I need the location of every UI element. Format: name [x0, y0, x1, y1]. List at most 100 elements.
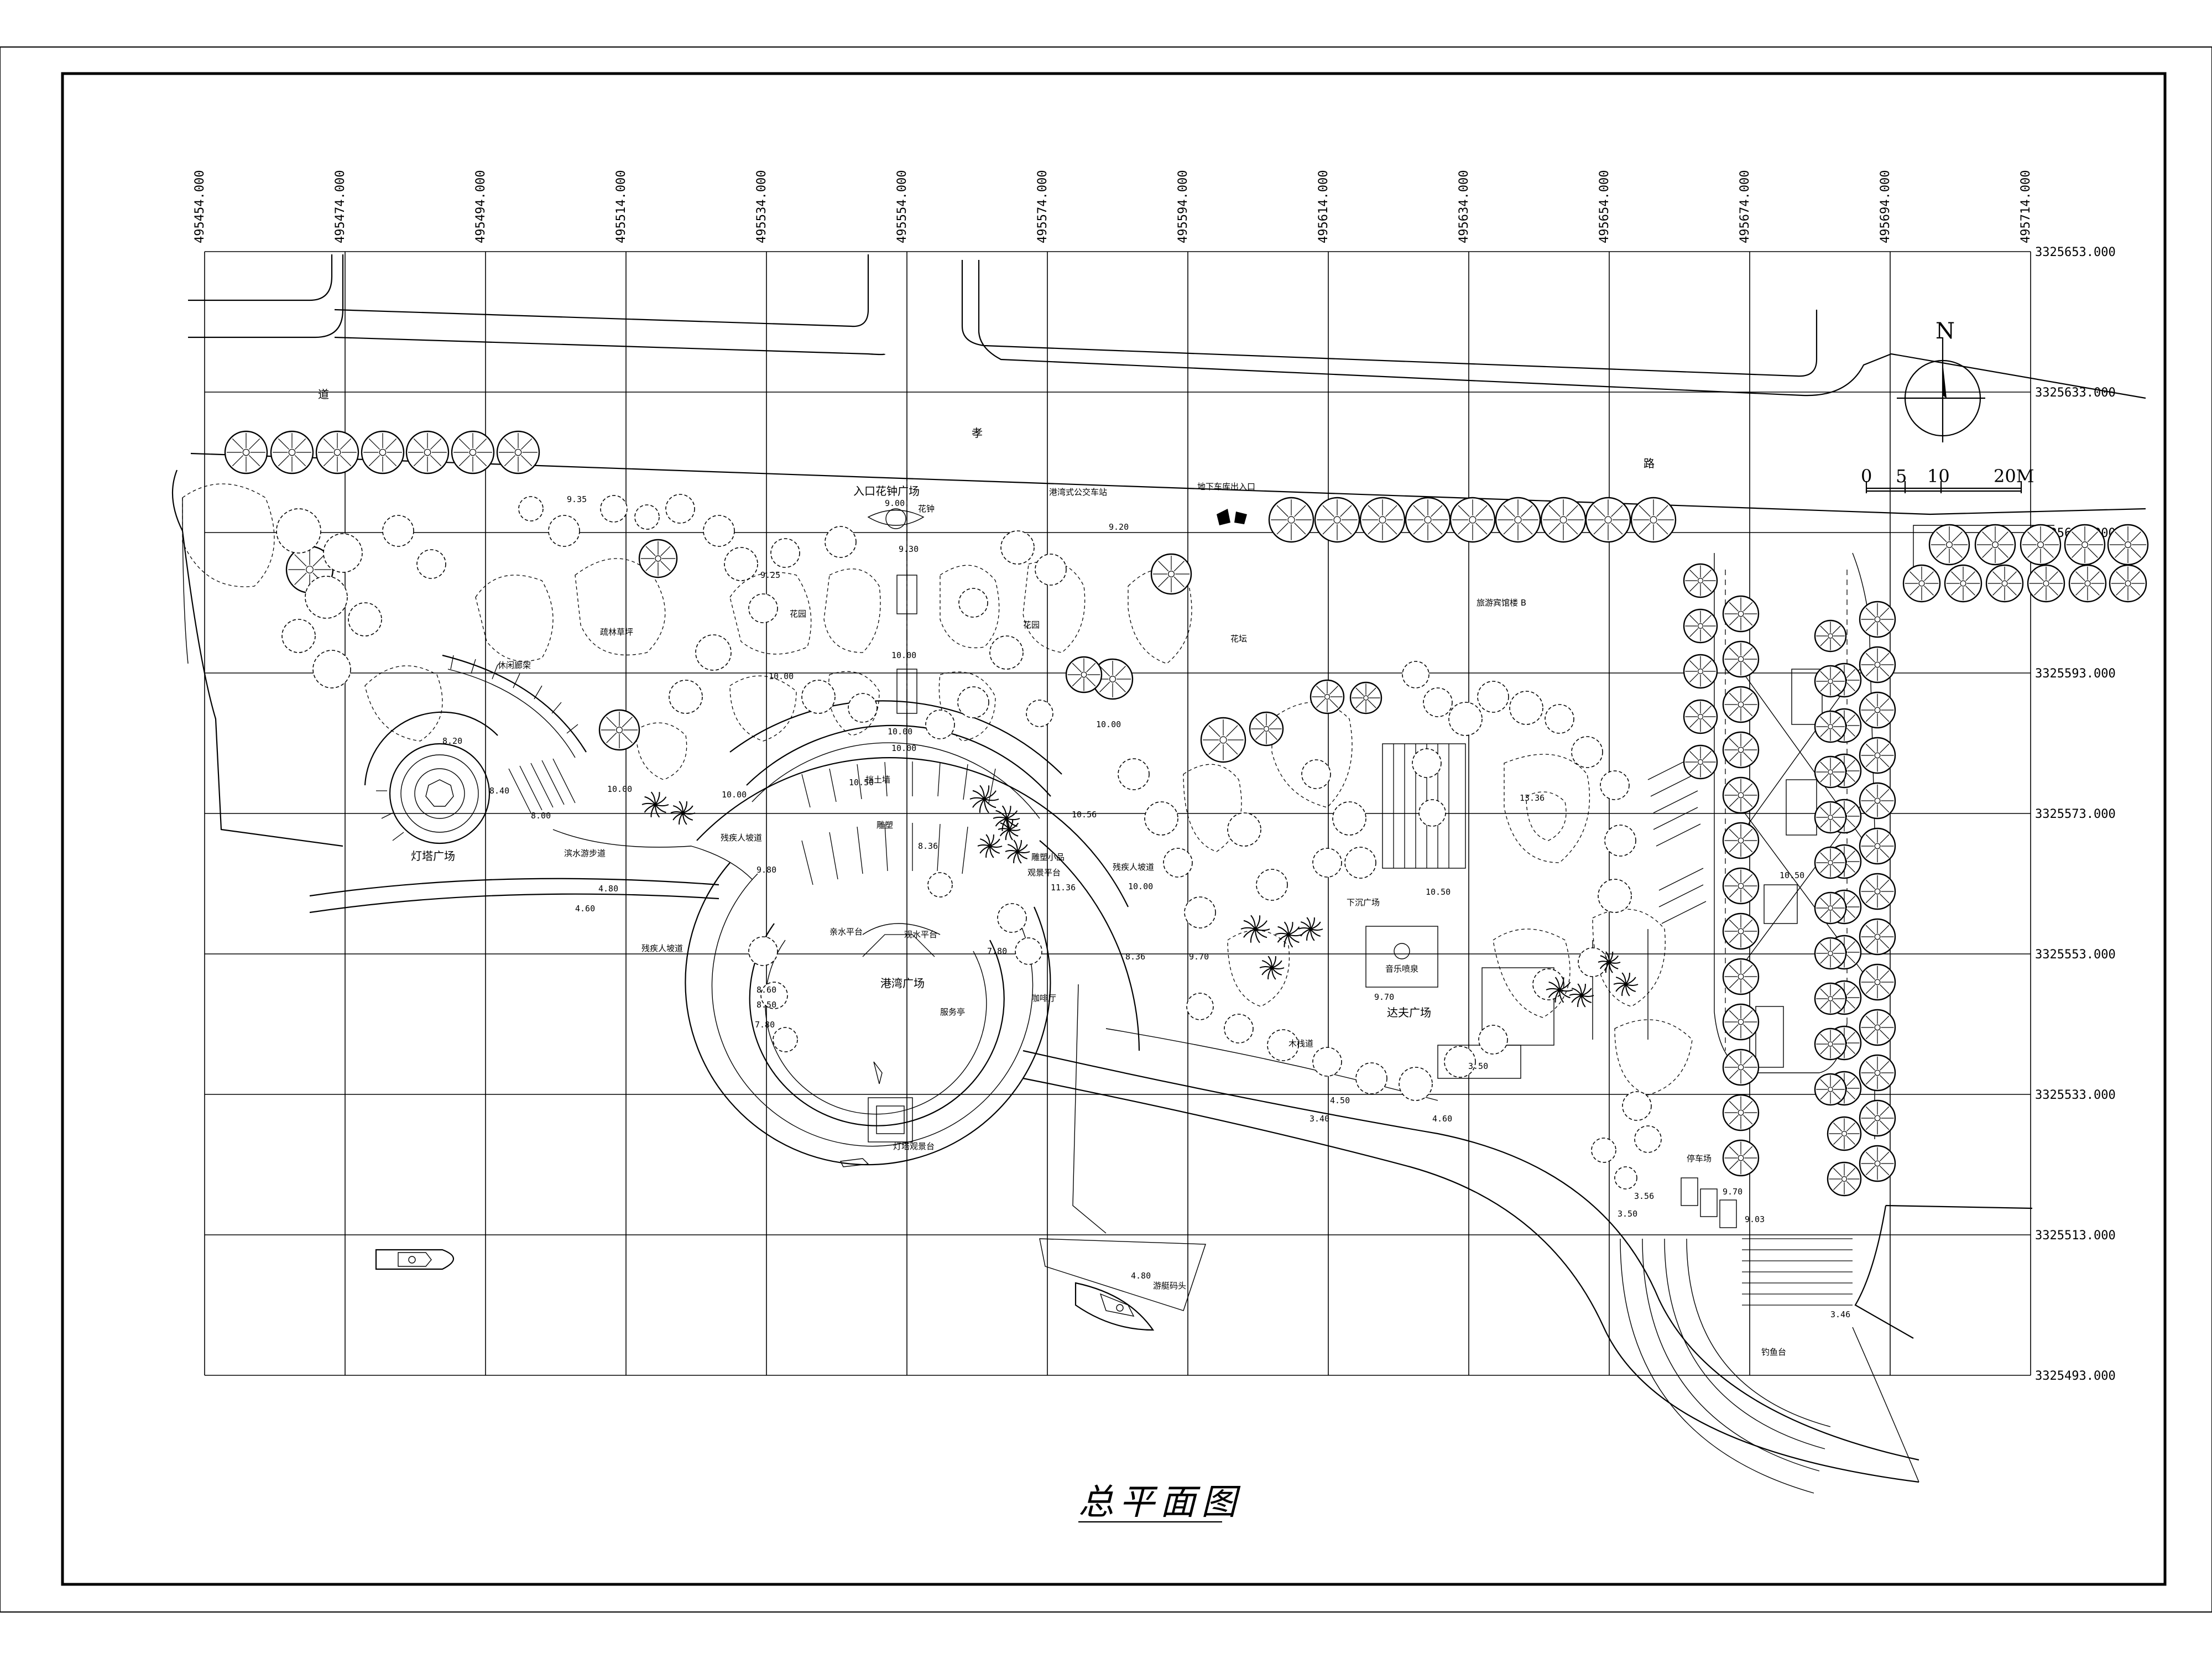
- shrub-symbol: [1578, 947, 1608, 977]
- elevation-label: 10.50: [1426, 887, 1451, 897]
- tree-symbols: [224, 430, 2149, 1197]
- shrub-symbol: [1355, 1062, 1387, 1094]
- plant-label-b: 休闲廊架: [498, 660, 531, 670]
- x-coordinate-label: 495554.000: [895, 170, 909, 243]
- elevation-label: 4.80: [1131, 1271, 1151, 1281]
- planting-bed: [182, 483, 275, 587]
- tree-symbol: [1814, 1027, 1847, 1061]
- shrub-symbol: [695, 634, 732, 671]
- tree-symbol: [1495, 497, 1541, 543]
- palm-symbol: [998, 818, 1021, 841]
- tree-symbol: [1722, 1094, 1760, 1131]
- elevation-label: 9.70: [1723, 1187, 1743, 1197]
- garden-label-a: 花园: [790, 609, 806, 619]
- y-coordinate-labels: 3325653.0003325633.0003325613.0003325593…: [2035, 246, 2116, 1383]
- tree-symbol: [1859, 918, 1896, 956]
- shrub-symbol: [997, 903, 1027, 933]
- shrub-symbol: [1344, 847, 1376, 879]
- tree-symbol: [1974, 524, 2016, 566]
- shrub-symbol: [927, 872, 953, 898]
- tree-symbol: [1683, 563, 1718, 598]
- road-lines: [171, 254, 2146, 1483]
- elevation-label: 8.00: [531, 811, 551, 821]
- planting-bed: [729, 572, 812, 655]
- elevation-label: 9.70: [1374, 992, 1394, 1002]
- shrub-symbol: [1478, 1025, 1508, 1055]
- shrub-symbol: [281, 619, 316, 653]
- elevation-label: 3.50: [1618, 1209, 1637, 1219]
- tree-symbol: [1314, 497, 1360, 543]
- north-label: N: [1936, 319, 1955, 344]
- shrub-symbol: [1423, 687, 1453, 717]
- shrub-symbol: [1026, 700, 1053, 727]
- tree-symbol: [1722, 640, 1760, 678]
- tree-symbol: [2107, 524, 2149, 566]
- elevation-label: 8.60: [757, 985, 776, 995]
- lighthouse-plaza-label: 灯塔广场: [411, 849, 455, 863]
- shrub-symbol: [1163, 848, 1193, 878]
- shrub-symbol: [1509, 691, 1543, 725]
- elevation-label: 10.50: [1780, 870, 1804, 880]
- shrub-symbol: [1227, 812, 1261, 847]
- parking-label: 停车场: [1687, 1154, 1712, 1164]
- y-coordinate-label: 3325493.000: [2035, 1369, 2116, 1383]
- parking-entrance-marks: [1217, 509, 1247, 525]
- waterfront-walk-label: 滨水游步道: [564, 848, 606, 858]
- tree-symbol: [1859, 963, 1896, 1001]
- planting-bed: [1592, 909, 1666, 1007]
- drawing-frame: [61, 72, 2167, 1586]
- tree-symbol: [1814, 1073, 1847, 1106]
- tree-symbol: [1722, 958, 1760, 995]
- elevation-label: 9.30: [899, 544, 919, 554]
- y-coordinate-label: 3325513.000: [2035, 1229, 2116, 1243]
- tree-symbol: [224, 430, 268, 474]
- tree-symbol: [1722, 776, 1760, 814]
- elevation-label: 8.40: [489, 786, 509, 796]
- shrub-symbol: [958, 588, 988, 618]
- area-labels: 道 孝 路 入口花钟广场 花钟 港湾式公交车站 地下车库出入口 旅游宾馆楼 B …: [318, 388, 1786, 1357]
- shrub-symbol: [669, 680, 703, 714]
- road-label-west: 道: [318, 388, 329, 401]
- shrub-symbol: [1015, 937, 1042, 965]
- elevation-label: 9.00: [885, 498, 905, 508]
- y-coordinate-label: 3325593.000: [2035, 667, 2116, 681]
- tree-symbol: [1449, 497, 1496, 543]
- tree-symbol: [1683, 608, 1718, 644]
- palm-symbol: [1613, 972, 1639, 997]
- tree-symbol: [496, 430, 540, 474]
- shrub-symbol: [1118, 758, 1150, 790]
- yacht-west: [375, 1249, 454, 1270]
- planting-bed: [823, 568, 881, 653]
- elevation-label: 4.60: [1432, 1114, 1452, 1124]
- shrub-symbol: [1477, 681, 1509, 713]
- palm-symbol: [1298, 917, 1323, 941]
- shrub-symbol: [1224, 1014, 1254, 1044]
- tree-symbol: [1722, 867, 1760, 905]
- shrub-symbol: [312, 650, 351, 688]
- elevation-label: 10.00: [891, 743, 916, 753]
- shrub-symbol: [1186, 993, 1214, 1020]
- shrub-symbol: [1000, 530, 1035, 565]
- tree-symbol: [1405, 497, 1451, 543]
- shrub-symbol: [1598, 879, 1632, 913]
- elevation-label: 9.25: [760, 570, 780, 580]
- tree-symbol: [1814, 619, 1847, 653]
- tree-symbol: [1859, 601, 1896, 638]
- tree-symbol: [1859, 646, 1896, 684]
- palm-symbol: [1259, 956, 1285, 980]
- elevation-label: 9.35: [567, 494, 587, 504]
- retaining-wall-label: 挡土墙: [865, 775, 890, 785]
- pavilion-label: 亲水平台: [830, 927, 863, 937]
- shrub-symbol: [760, 982, 788, 1009]
- tree-symbol: [1722, 912, 1760, 950]
- shrub-symbol: [1312, 848, 1342, 878]
- x-coordinate-label: 495634.000: [1457, 170, 1471, 243]
- planting-bed: [1271, 702, 1353, 808]
- shrub-symbol: [305, 576, 348, 619]
- elevation-label: 3.40: [1310, 1114, 1329, 1124]
- planting-bed: [828, 671, 880, 736]
- palm-symbols: [641, 785, 1639, 1008]
- shrub-symbol: [1301, 759, 1331, 789]
- tree-symbol: [1585, 497, 1631, 543]
